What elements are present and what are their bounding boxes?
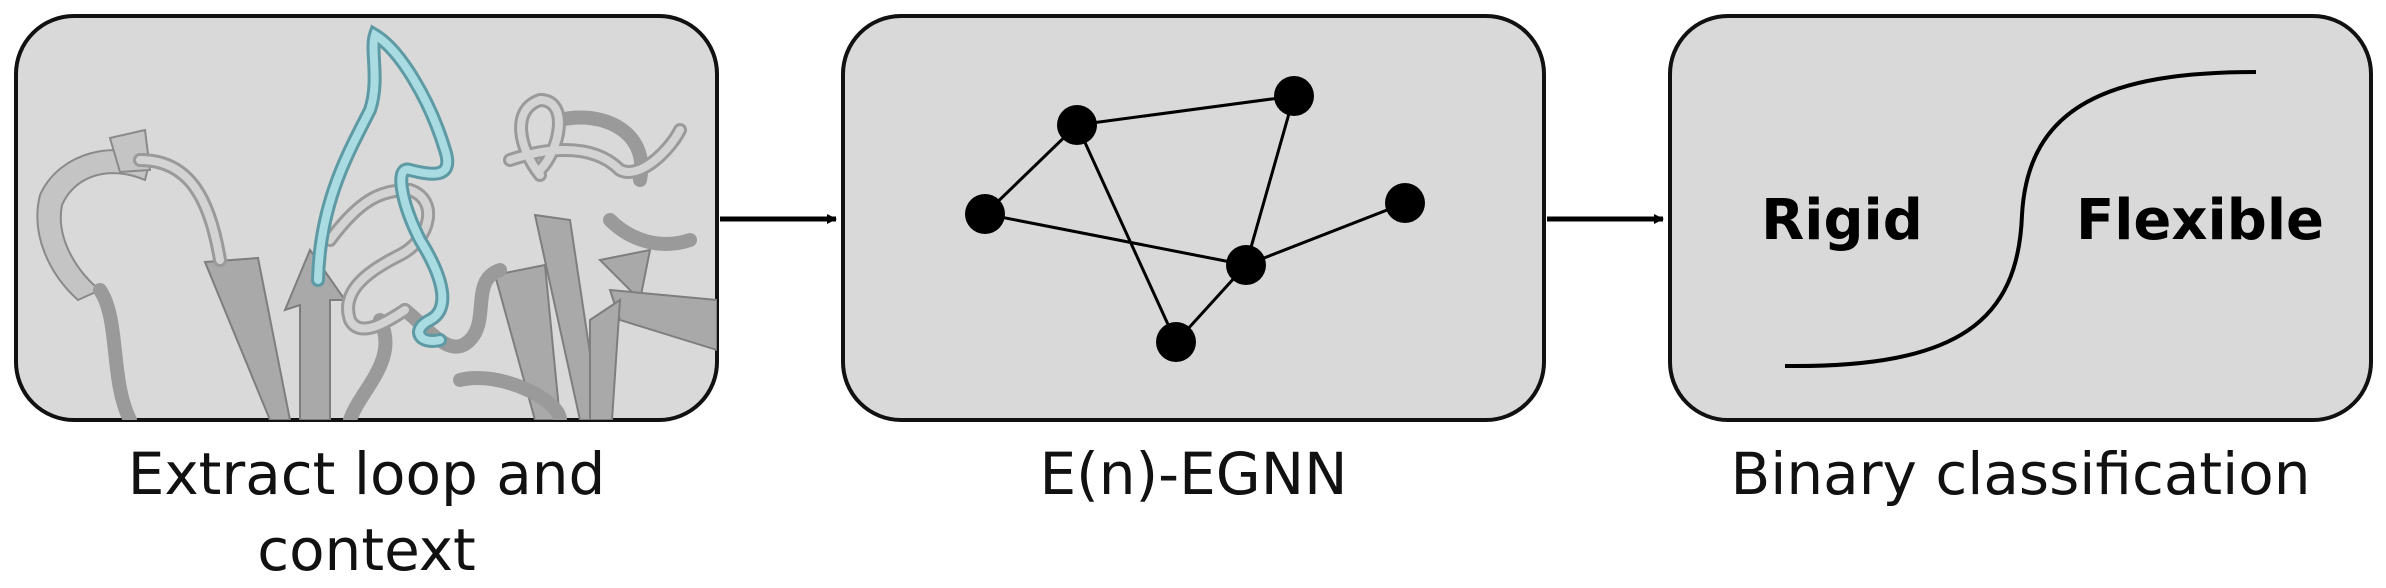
graph-node-n3 (1274, 76, 1314, 116)
beta-strand-arrows (203, 213, 717, 420)
rigid-label: Rigid (1761, 188, 1923, 253)
caption-extract-line2: context (257, 516, 476, 584)
graph-edges (983, 94, 1406, 344)
graph-edge-n2-n3 (1076, 94, 1295, 127)
graph-edge-n3-n5 (1244, 95, 1296, 266)
classification-panel: Rigid Flexible (1668, 14, 2373, 422)
egnn-panel (841, 14, 1546, 422)
flexible-label: Flexible (2076, 188, 2324, 253)
graph-node-n1 (965, 194, 1005, 234)
protein-illustration (36, 24, 717, 420)
protein-panel (14, 14, 719, 422)
graph-node-n2 (1057, 105, 1097, 145)
graph-edge-n5-n4 (1245, 201, 1406, 267)
caption-extract-line1: Extract loop and (127, 440, 606, 508)
caption-classification: Binary classification (1730, 440, 2311, 508)
graph-edge-n1-n5 (984, 212, 1247, 267)
egnn-panel-box (841, 14, 1546, 422)
graph-node-n5 (1226, 245, 1266, 285)
graph-node-n4 (1385, 183, 1425, 223)
graph-edge-n1-n2 (983, 123, 1079, 216)
caption-egnn: E(n)-EGNN (1039, 440, 1348, 508)
graph-node-n6 (1156, 322, 1196, 362)
caption-extract: Extract loop and context (16, 436, 717, 588)
gray-coils-highlight (136, 95, 684, 333)
graph-edge-n2-n6 (1075, 124, 1178, 343)
sigmoid-curve (1784, 70, 2257, 369)
graph-nodes (965, 76, 1425, 362)
highlighted-loop (311, 24, 455, 348)
